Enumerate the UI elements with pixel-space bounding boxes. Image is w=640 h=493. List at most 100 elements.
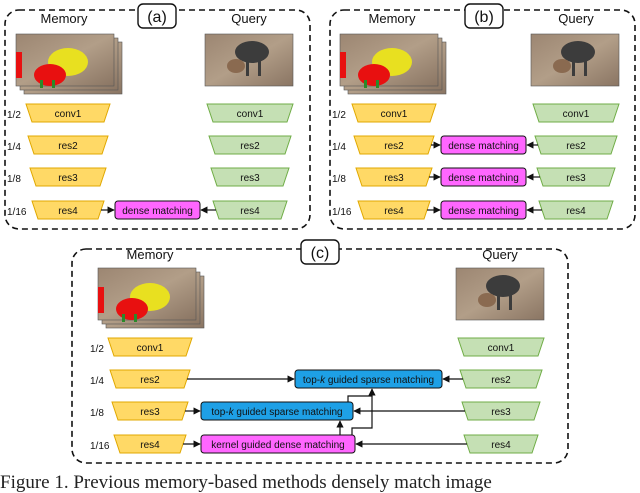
- panel-c-sparse-matching-res3-box: [200, 401, 354, 421]
- panel-a-query-label: Query: [231, 11, 267, 26]
- panel-c-scale-1-2: 1/2: [90, 344, 104, 355]
- panel-a-scale-1-2: 1/2: [7, 110, 21, 121]
- panel-c-guide-res4-to-res2: [351, 396, 373, 435]
- panel-b-memory-frames: [339, 33, 447, 95]
- sparse-k: k: [229, 407, 235, 418]
- panel-a-dense-matching-box: [114, 200, 201, 220]
- panel-b-memory-res4-label: res4: [384, 206, 404, 217]
- panel-b-query-label: Query: [558, 11, 594, 26]
- panel-c-memory-res4-label: res4: [140, 440, 160, 451]
- panel-c-kernel-dense-matching-label: kernel guided dense matching: [211, 440, 344, 451]
- panel-c-sparse-matching-res2-box: [294, 369, 443, 389]
- panel-a-query-res2-label: res2: [240, 141, 260, 152]
- panel-a-memory-label: Memory: [41, 11, 88, 26]
- panel-a-memory-res2: [27, 135, 109, 155]
- panel-b-query-res3: [536, 167, 616, 187]
- panel-b-memory-res4: [357, 200, 431, 220]
- panel-c: (c) Memory Query 1/2 1/4 1/8 1/16 conv1 …: [71, 239, 569, 464]
- panel-c-memory-label: Memory: [127, 247, 174, 262]
- panel-a-scale-1-16: 1/16: [7, 207, 27, 218]
- panel-a-query-res4-label: res4: [240, 206, 260, 217]
- panel-c-memory-conv1: [107, 337, 193, 357]
- sparse-suffix: guided sparse matching: [234, 407, 343, 418]
- panel-c-memory-res3-label: res3: [140, 407, 160, 418]
- panel-c-query-res4-label: res4: [491, 440, 511, 451]
- panel-c-query-res3: [461, 401, 541, 421]
- sparse-prefix: top-: [303, 375, 320, 386]
- panel-c-kernel-dense-matching-box: [200, 434, 356, 454]
- panel-b-memory-res2-label: res2: [384, 141, 404, 152]
- panel-b-memory-label: Memory: [369, 11, 416, 26]
- panel-c-scale-1-8: 1/8: [90, 408, 104, 419]
- panel-b-query-res4-label: res4: [566, 206, 586, 217]
- panel-c-memory-res3: [111, 401, 189, 421]
- panel-a-query-conv1-label: conv1: [237, 109, 264, 120]
- panel-a: (a) Memory Query 1/2 1/4 1/8 1/16: [4, 3, 311, 230]
- panel-b-scale-1-2: 1/2: [332, 110, 346, 121]
- panel-b-query-conv1-label: conv1: [563, 109, 590, 120]
- sparse-k: k: [320, 375, 326, 386]
- panel-a-memory-res4: [31, 200, 105, 220]
- panel-b-tag: (b): [474, 9, 494, 26]
- panel-b-dense-matching-res4-box: [440, 200, 527, 220]
- panel-b-memory-res2: [353, 135, 435, 155]
- panel-a-scale-1-8: 1/8: [7, 174, 21, 185]
- panel-a-memory-res4-label: res4: [58, 206, 78, 217]
- figure-caption: Figure 1. Previous memory-based methods …: [0, 473, 492, 493]
- panel-a-memory-frames: [15, 33, 123, 95]
- panel-b-dense-matching-res2-box: [440, 135, 527, 155]
- panel-c-guide-res3-to-res2: [347, 388, 376, 402]
- panel-a-query-image: [204, 33, 294, 87]
- panel-a-scale-1-4: 1/4: [7, 142, 21, 153]
- panel-b-dense-matching-res3-label: dense matching: [448, 173, 519, 184]
- panel-c-sparse-matching-res2-label: top-k guided sparse matching: [303, 375, 434, 386]
- panel-b-dense-matching-res4-label: dense matching: [448, 206, 519, 217]
- panel-b-query-res2-label: res2: [566, 141, 586, 152]
- panel-b-query-res3-label: res3: [566, 173, 586, 184]
- panel-b-dense-matching-res2-label: dense matching: [448, 141, 519, 152]
- panel-a-memory-conv1: [25, 103, 111, 123]
- panel-c-sparse-matching-res3-label: top-k guided sparse matching: [211, 407, 342, 418]
- panel-c-memory-res4: [113, 434, 187, 454]
- panel-a-query-res4: [212, 200, 288, 220]
- panel-b-query-res4: [538, 200, 614, 220]
- panel-b: (b) Memory Query 1/2 1/4 1/8 1/16 conv1 …: [329, 3, 636, 230]
- panel-a-memory-conv1-label: conv1: [55, 109, 82, 120]
- panel-a-query-res3: [210, 167, 290, 187]
- panel-b-query-res2: [534, 135, 618, 155]
- panel-c-query-conv1-label: conv1: [488, 343, 515, 354]
- panel-a-tag-box: [137, 3, 177, 29]
- sparse-suffix: guided sparse matching: [325, 375, 434, 386]
- panel-c-memory-res2: [109, 369, 191, 389]
- panel-a-memory-res2-label: res2: [58, 141, 78, 152]
- panel-c-memory-res2-label: res2: [140, 375, 160, 386]
- panel-a-memory-res3-label: res3: [58, 173, 78, 184]
- panel-c-query-res4: [463, 434, 539, 454]
- panel-b-scale-1-4: 1/4: [332, 142, 346, 153]
- panel-b-scale-1-8: 1/8: [332, 174, 346, 185]
- panel-c-query-res3-label: res3: [491, 407, 511, 418]
- panel-b-query-image: [530, 33, 620, 87]
- sparse-prefix: top-: [211, 407, 228, 418]
- panel-b-memory-res3-label: res3: [384, 173, 404, 184]
- panel-b-query-conv1: [532, 103, 620, 123]
- panel-b-scale-1-16: 1/16: [332, 207, 352, 218]
- panel-b-memory-conv1: [351, 103, 437, 123]
- panel-a-query-res2: [208, 135, 292, 155]
- panel-c-memory-frames: [97, 267, 205, 329]
- panel-b-memory-conv1-label: conv1: [381, 109, 408, 120]
- panel-b-tag-box: [464, 3, 504, 29]
- panel-c-query-image: [455, 267, 545, 321]
- panel-a-query-conv1: [206, 103, 294, 123]
- panel-c-query-label: Query: [482, 247, 518, 262]
- panel-c-memory-conv1-label: conv1: [137, 343, 164, 354]
- panel-c-tag: (c): [311, 245, 330, 262]
- panel-c-query-conv1: [457, 337, 545, 357]
- panel-c-scale-1-16: 1/16: [90, 441, 110, 452]
- panel-c-tag-box: [300, 239, 340, 265]
- panel-a-border: [4, 9, 311, 230]
- panel-b-border: [329, 9, 636, 230]
- panel-a-memory-res3: [29, 167, 107, 187]
- panel-b-memory-res3: [355, 167, 433, 187]
